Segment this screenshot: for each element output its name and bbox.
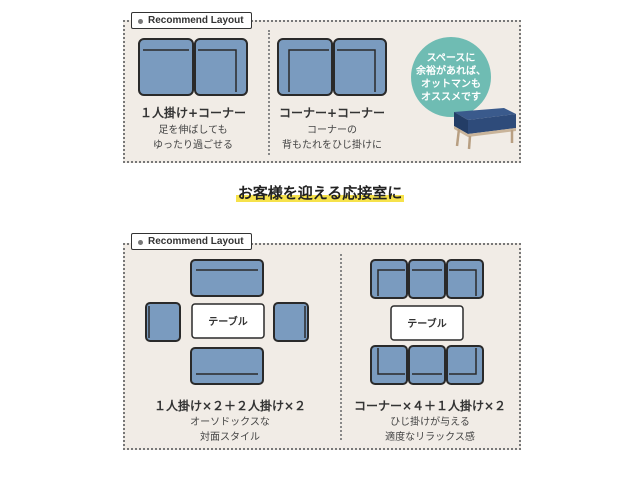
table-right-label: テーブル [407,317,446,330]
table-left: テーブル [208,315,247,328]
speech-bubble-icon [411,37,491,117]
bottom-right-desc-line1: ひじ掛けが与える [390,417,470,428]
bottom-recommend-tag: Recommend Layout [131,233,252,250]
tag-dot-icon [138,19,143,24]
bottom-right-desc-line2: 適度なリラックス感 [385,432,475,443]
top-recommend-tag: Recommend Layout [131,12,252,29]
bottom-left-desc-line1: オーソドックスな [190,417,270,428]
bottom-right-title: コーナー×４＋１人掛け×２ [353,399,507,413]
top-right-desc-line2: 背もたれをひじ掛けに [282,140,382,151]
ottoman-icon [454,108,516,150]
headline-text: お客様を迎える応接室に [235,184,405,202]
top-right-title: コーナー+コーナー [278,106,386,120]
bottom-divider [340,254,342,440]
bubble-line3: オットマンも [421,79,481,90]
top-left-title: １人掛け+コーナー [139,106,247,120]
sofa-one-seat-plus-corner-icon [138,38,248,96]
tag-dot-icon [138,240,143,245]
top-right-desc-line1: コーナーの [307,125,357,136]
top-left-desc-line1: 足を伸ばしても [158,125,228,136]
table-right: テーブル [407,317,446,330]
sofa-corner-plus-corner-icon [277,38,387,96]
top-divider [268,30,270,155]
bottom-left-desc-line2: 対面スタイル [200,432,260,443]
top-left-desc-line2: ゆったり過ごせる [153,140,233,151]
headline: お客様を迎える応接室に [0,182,640,203]
bubble-line2: 余裕があれば、 [416,66,486,77]
layout-face-to-face-icon [145,259,309,385]
layout-corner-sofas-icon [370,259,484,385]
bottom-recommend-tag-label: Recommend Layout [148,236,244,247]
bubble-line4: オススメです [421,92,481,103]
top-recommend-tag-label: Recommend Layout [148,15,244,26]
table-left-label: テーブル [208,315,247,328]
bottom-left-title: １人掛け×２＋２人掛け×２ [153,399,307,413]
bubble-line1: スペースに [426,53,476,64]
